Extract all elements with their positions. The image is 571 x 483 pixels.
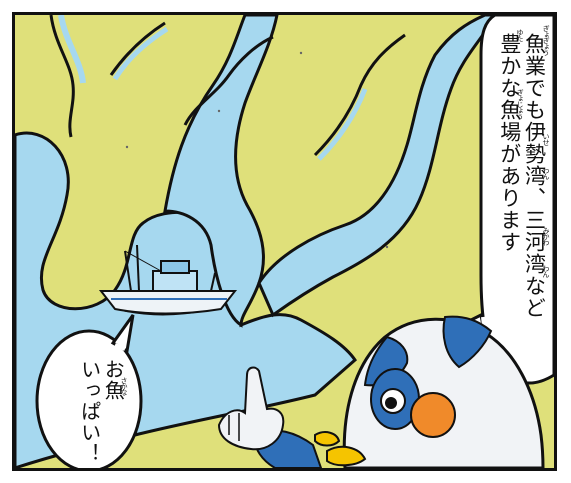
narration-text: 魚業でも伊勢湾、三河湾など 豊かな魚場があります [497,33,547,363]
ruby-wan-2: わん [542,265,550,277]
ruby-sakana: さかな [120,377,128,395]
robot-mascot-icon [217,315,545,468]
land-dots [125,51,389,249]
ruby-mikawa: みかわ [542,227,550,245]
narration-line-1: 魚業でも伊勢湾、三河湾など [522,33,547,319]
ruby-ise: いせ [542,133,550,145]
speech-line-2: いっぱい！ [77,359,102,464]
speech-bubble [35,329,143,468]
speech-line-1: お魚 [101,359,126,401]
comic-panel: 魚業でも伊勢湾、三河湾など 豊かな魚場があります ぎょぎょう いせ わん みかわ… [12,12,557,471]
speech-text: お魚 いっぱい！ [77,359,126,468]
ruby-gyogyou: ぎょぎょう [542,25,550,55]
ruby-yuta: ゆた [516,29,524,41]
narration-line-2: 豊かな魚場があります [497,33,522,253]
ruby-gyojou: ぎょじょう [516,89,524,119]
fishing-boat-icon [98,244,238,316]
bay-scene [15,15,554,468]
ruby-wan-1: わん [542,167,550,179]
